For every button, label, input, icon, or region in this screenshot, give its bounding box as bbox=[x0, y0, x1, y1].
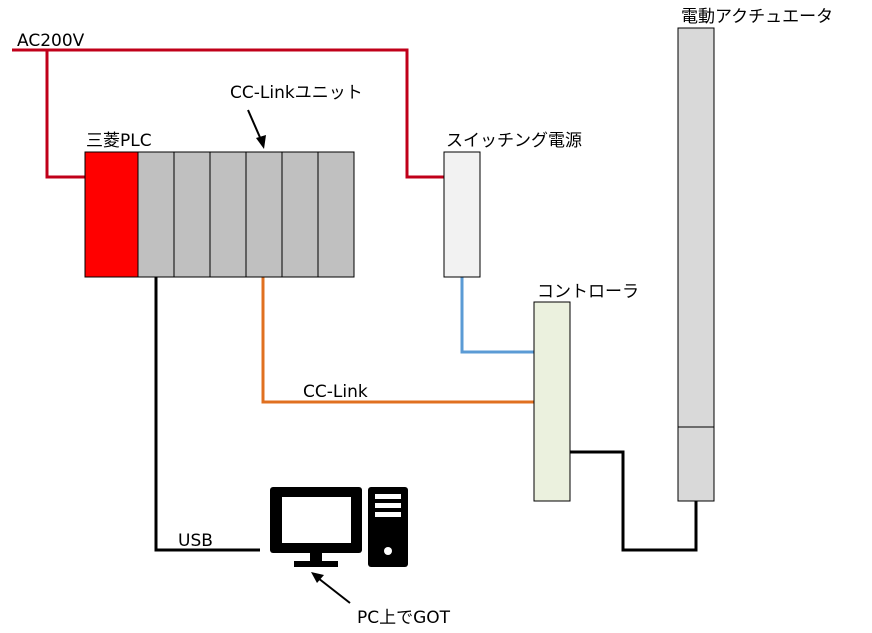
arrow-icon bbox=[247, 109, 266, 149]
switching-power-label: スイッチング電源 bbox=[446, 131, 582, 151]
actuator-motor bbox=[677, 426, 715, 502]
cc-link-line bbox=[261, 277, 534, 404]
ac-power-line bbox=[12, 48, 444, 179]
electric-actuator bbox=[677, 27, 715, 502]
plc-module bbox=[317, 151, 355, 278]
dc-power-line bbox=[460, 277, 534, 354]
plc-module bbox=[173, 151, 211, 278]
plc-cpu-module bbox=[84, 151, 139, 278]
controller-box bbox=[533, 301, 571, 502]
pc-tower-icon bbox=[368, 487, 408, 567]
plc-module bbox=[137, 151, 175, 278]
actuator-cable bbox=[570, 450, 698, 552]
cc-link-label: CC-Link bbox=[303, 382, 368, 402]
usb-label: USB bbox=[178, 531, 213, 551]
ac-power-branch-plc bbox=[45, 50, 85, 179]
controller-label: コントローラ bbox=[537, 282, 639, 302]
ac-power-label: AC200V bbox=[17, 31, 85, 51]
usb-line bbox=[154, 277, 260, 552]
cc-link-unit-module bbox=[245, 151, 283, 278]
pc-got-label: PC上でGOT bbox=[357, 608, 451, 628]
monitor-icon bbox=[270, 487, 362, 567]
actuator-label: 電動アクチュエータ bbox=[681, 7, 833, 27]
arrow-icon bbox=[311, 572, 351, 604]
plc-module bbox=[209, 151, 247, 278]
actuator-rod bbox=[677, 27, 715, 428]
plc-rack bbox=[84, 151, 355, 278]
plc-label: 三菱PLC bbox=[86, 131, 152, 151]
cc-link-unit-label: CC-Linkユニット bbox=[230, 83, 363, 103]
switching-power-supply bbox=[443, 151, 481, 278]
plc-module bbox=[281, 151, 319, 278]
